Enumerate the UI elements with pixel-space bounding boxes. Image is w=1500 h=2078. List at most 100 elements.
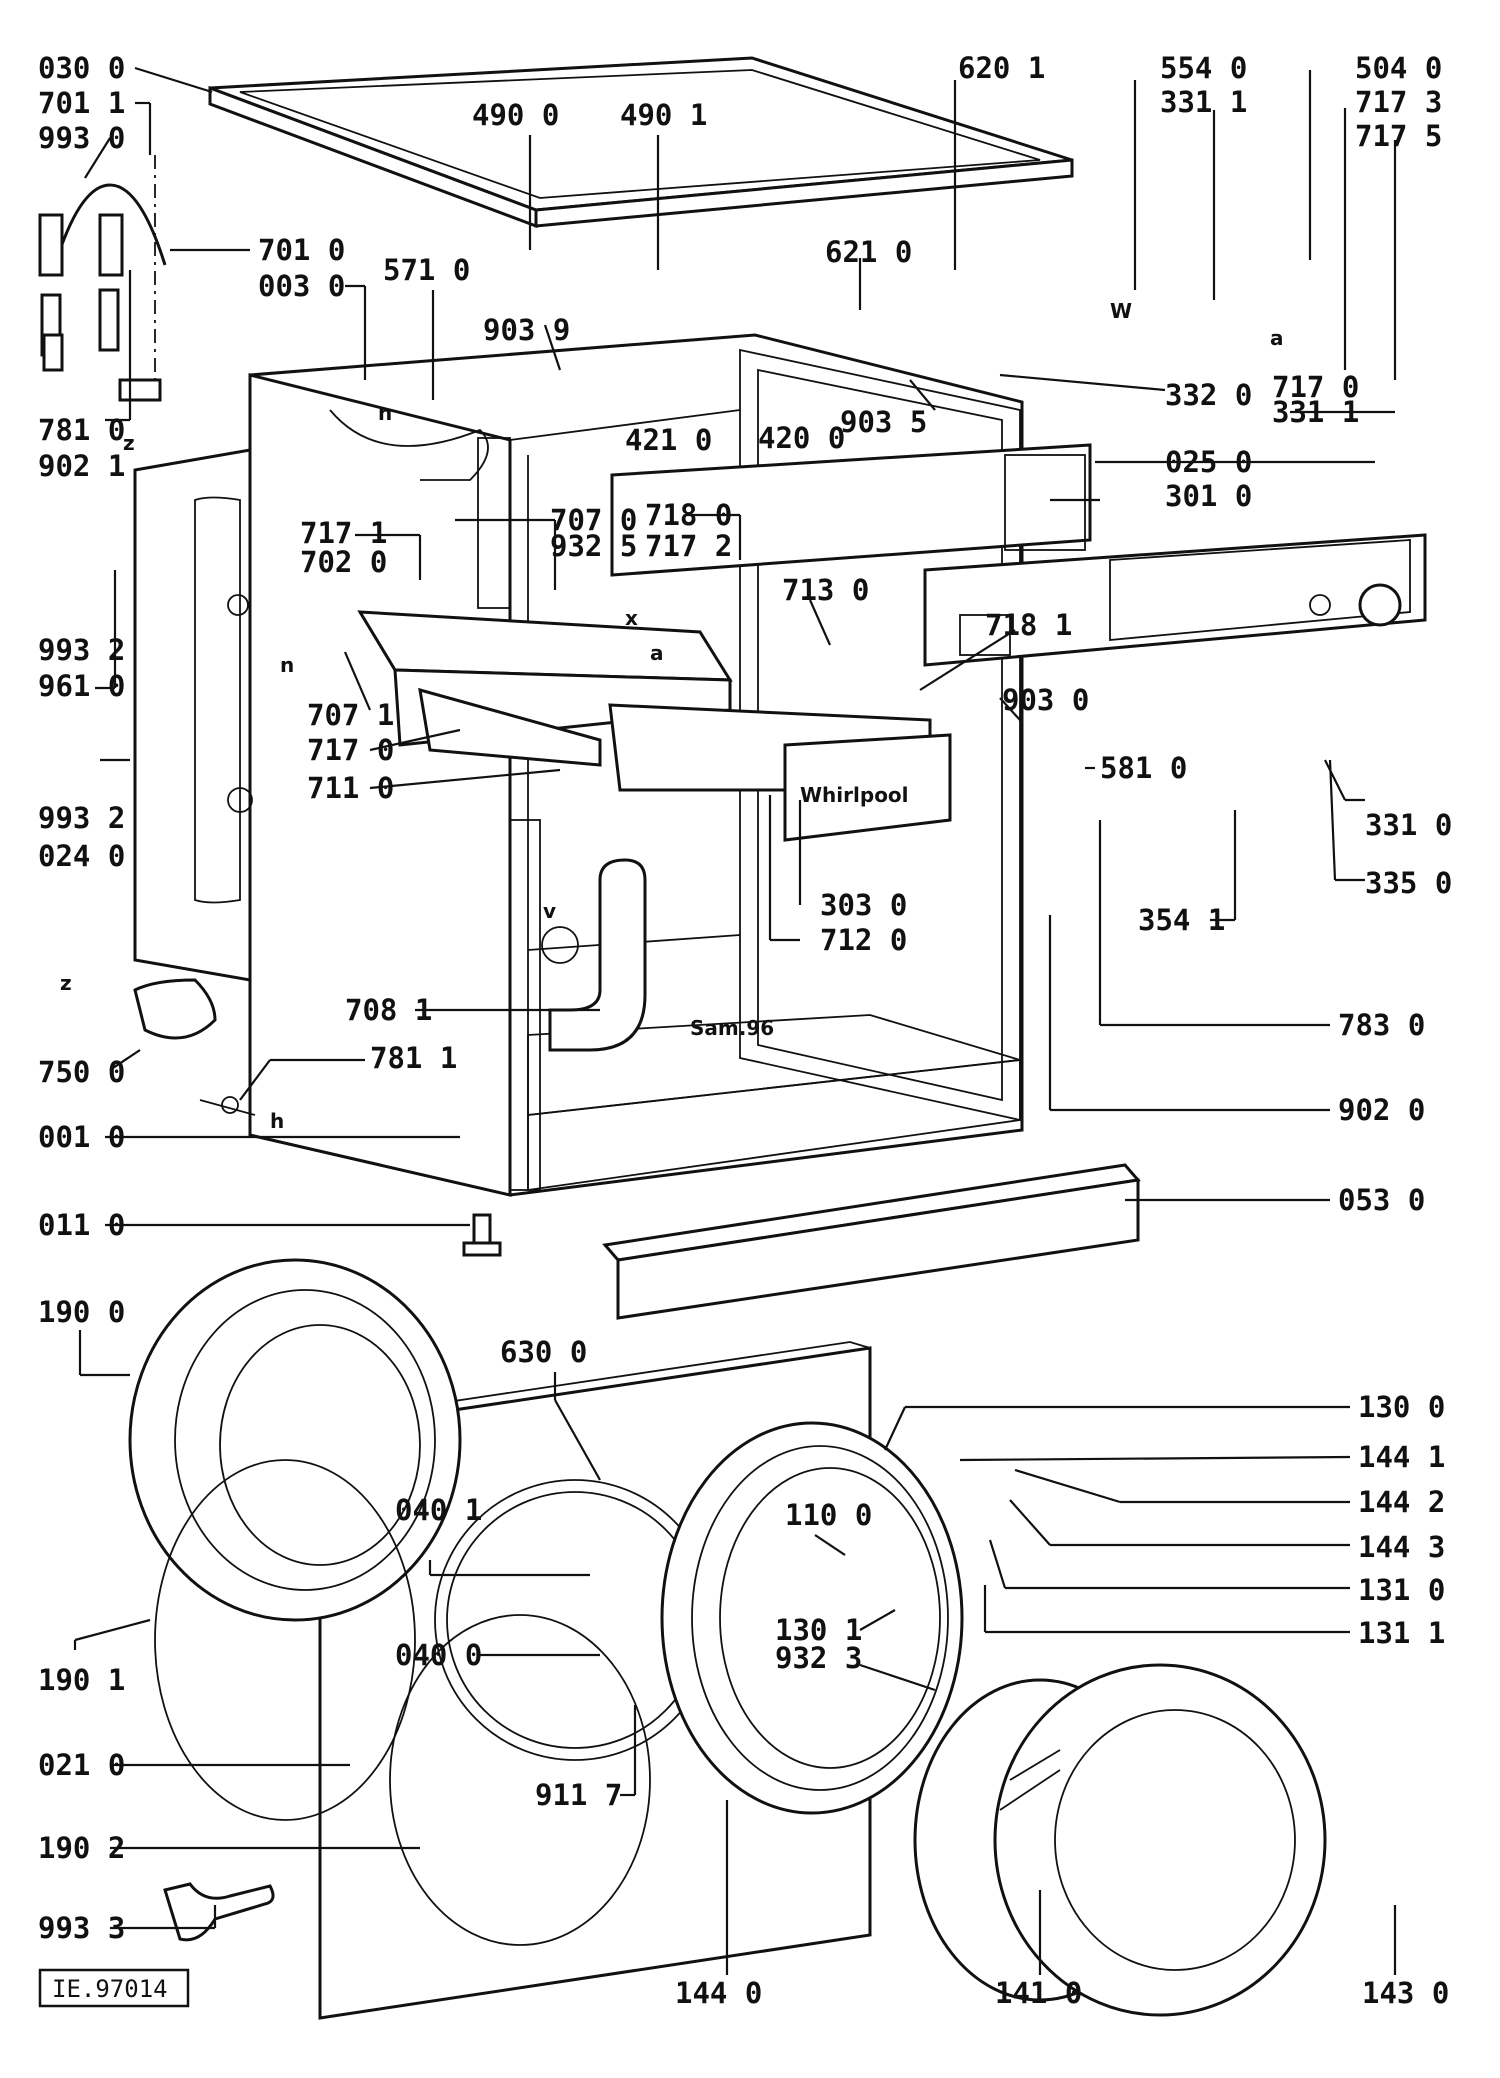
- label-301-0: 301 0: [1165, 479, 1252, 513]
- label-190-2: 190 2: [38, 1831, 125, 1865]
- label-717-2: 717 2: [645, 529, 732, 563]
- label-717-0-mid: 717 0: [307, 733, 394, 767]
- label-717-1: 717 1: [300, 516, 387, 550]
- label-701-1: 701 1: [38, 86, 125, 120]
- label-903-9: 903 9: [483, 313, 570, 347]
- drain-pump-drawing: [133, 978, 256, 1116]
- label-718-1: 718 1: [985, 608, 1072, 642]
- letter-h: h: [270, 1109, 284, 1133]
- label-621-0: 621 0: [825, 235, 912, 269]
- label-144-1: 144 1: [1358, 1440, 1445, 1474]
- label-025-0: 025 0: [1165, 445, 1252, 479]
- label-504-0: 504 0: [1355, 51, 1442, 85]
- label-190-0: 190 0: [38, 1295, 125, 1329]
- label-130-1: 130 1: [775, 1613, 862, 1647]
- label-421-0: 421 0: [625, 423, 712, 457]
- label-902-0: 902 0: [1338, 1093, 1425, 1127]
- label-144-3: 144 3: [1358, 1530, 1445, 1564]
- label-040-1: 040 1: [395, 1493, 482, 1527]
- label-040-0: 040 0: [395, 1638, 482, 1672]
- label-707-0: 707 0: [550, 503, 637, 537]
- label-961-0: 961 0: [38, 669, 125, 703]
- label-331-1-mid: 331 1: [1272, 395, 1359, 429]
- label-024-0: 024 0: [38, 839, 125, 873]
- leader-lines: [73, 66, 1397, 1975]
- label-571-0: 571 0: [383, 253, 470, 287]
- label-702-0: 702 0: [300, 545, 387, 579]
- label-144-2: 144 2: [1358, 1485, 1445, 1519]
- document-code-box: IE.97014: [38, 1968, 190, 2008]
- label-993-3: 993 3: [38, 1911, 125, 1945]
- stamp-text: Sam.96: [690, 1016, 774, 1040]
- label-335-0: 335 0: [1365, 866, 1452, 900]
- label-030-0: 030 0: [38, 51, 125, 85]
- label-130-0: 130 0: [1358, 1390, 1445, 1424]
- label-711-0: 711 0: [307, 771, 394, 805]
- label-718-0: 718 0: [645, 498, 732, 532]
- label-490-0: 490 0: [472, 98, 559, 132]
- label-011-0: 011 0: [38, 1208, 125, 1242]
- label-053-0: 053 0: [1338, 1183, 1425, 1217]
- label-331-1-top: 331 1: [1160, 85, 1247, 119]
- label-750-0: 750 0: [38, 1055, 125, 1089]
- letter-n-top: n: [378, 401, 392, 425]
- spanner-drawing: [163, 1882, 275, 1942]
- label-354-1: 354 1: [1138, 903, 1225, 937]
- drain-hose-drawing: [541, 858, 647, 1052]
- label-708-1: 708 1: [345, 993, 432, 1027]
- control-panel-drawing: [610, 443, 1427, 667]
- label-554-0: 554 0: [1160, 51, 1247, 85]
- letter-v: v: [543, 899, 556, 923]
- label-717-5: 717 5: [1355, 119, 1442, 153]
- label-581-0: 581 0: [1100, 751, 1187, 785]
- document-code: IE.97014: [52, 1975, 168, 2003]
- plinth-drawing: [602, 1163, 1141, 1320]
- letter-a-top: a: [1270, 326, 1284, 350]
- label-701-0: 701 0: [258, 233, 345, 267]
- foot-drawing: [462, 1213, 502, 1257]
- label-110-0: 110 0: [785, 1498, 872, 1532]
- label-630-0: 630 0: [500, 1335, 587, 1369]
- label-144-0: 144 0: [675, 1976, 762, 2010]
- water-inlet-drawing: [38, 155, 167, 402]
- label-712-0: 712 0: [820, 923, 907, 957]
- label-993-2-b: 993 2: [38, 801, 125, 835]
- label-131-1: 131 1: [1358, 1616, 1445, 1650]
- letter-w: W: [1110, 299, 1132, 323]
- label-141-0: 141 0: [995, 1976, 1082, 2010]
- label-903-5: 903 5: [840, 405, 927, 439]
- label-903-0: 903 0: [1002, 683, 1089, 717]
- label-190-1: 190 1: [38, 1663, 125, 1697]
- letter-a-mid: a: [650, 641, 664, 665]
- label-332-0: 332 0: [1165, 378, 1252, 412]
- label-911-7: 911 7: [535, 1778, 622, 1812]
- label-783-0: 783 0: [1338, 1008, 1425, 1042]
- detergent-dispenser-drawing: Whirlpool: [357, 610, 952, 842]
- label-620-1: 620 1: [958, 51, 1045, 85]
- door-ring-drawing: [660, 1421, 964, 1815]
- top-cover-drawing: [208, 56, 1074, 229]
- label-021-0: 021 0: [38, 1748, 125, 1782]
- label-420-0: 420 0: [758, 421, 845, 455]
- label-993-2-a: 993 2: [38, 633, 125, 667]
- label-932-3: 932 3: [775, 1641, 862, 1675]
- letter-z-bottom: z: [60, 971, 72, 995]
- label-331-0: 331 0: [1365, 808, 1452, 842]
- label-993-0: 993 0: [38, 121, 125, 155]
- label-902-1: 902 1: [38, 449, 125, 483]
- letter-x: x: [625, 606, 638, 630]
- label-932-5: 932 5: [550, 529, 637, 563]
- label-717-0-top: 717 0: [1272, 370, 1359, 404]
- label-781-1: 781 1: [370, 1041, 457, 1075]
- label-713-0: 713 0: [782, 573, 869, 607]
- label-781-0: 781 0: [38, 413, 125, 447]
- back-panel-drawing: [133, 448, 253, 982]
- label-717-3: 717 3: [1355, 85, 1442, 119]
- letter-z-top: z: [123, 431, 135, 455]
- door-glass-drawing: [913, 1663, 1327, 2017]
- label-490-1: 490 1: [620, 98, 707, 132]
- part-number-labels: 030 0 701 1 993 0 701 0 003 0 571 0 490 …: [38, 51, 1452, 2010]
- label-131-0: 131 0: [1358, 1573, 1445, 1607]
- label-707-1: 707 1: [307, 698, 394, 732]
